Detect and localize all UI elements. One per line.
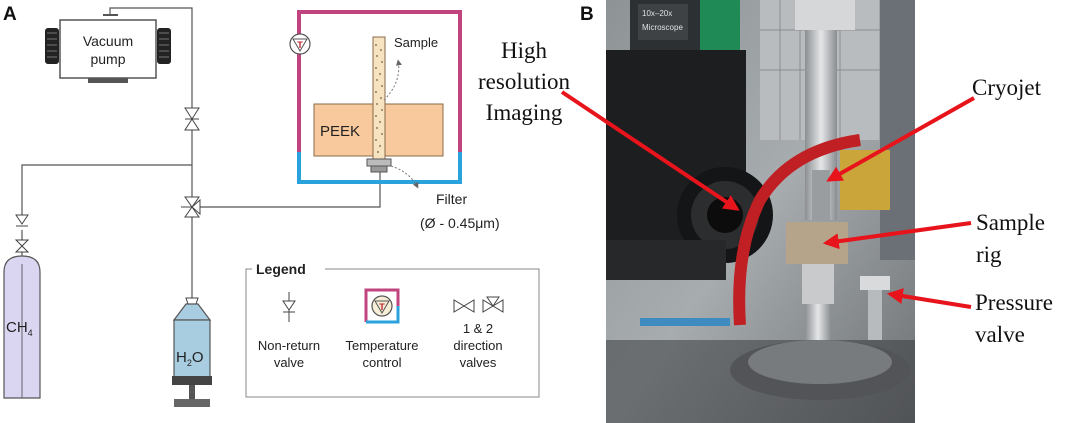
non-return-valve-icon — [14, 214, 30, 253]
callout-pressure-valve-line-1: Pressure — [975, 290, 1053, 315]
microscope-text-1: 10x–20x — [642, 9, 672, 18]
h2o-syringe: H2O — [172, 297, 212, 407]
sample-label: Sample — [394, 35, 438, 50]
callout-pressure-valve-line-2: valve — [975, 322, 1025, 347]
legend-temperature-label-1: Temperature — [346, 338, 419, 353]
panel-a-label: A — [3, 4, 17, 25]
vacuum-pump: Vacuum pump — [45, 14, 171, 83]
valve-upper-icon — [184, 107, 200, 131]
callout-sample-rig-line-1: Sample — [976, 210, 1045, 235]
piping — [21, 7, 381, 298]
legend-non-return-label-1: Non-return — [258, 338, 320, 353]
ch4-cylinder: CH4 — [3, 255, 41, 399]
legend-title: Legend — [256, 261, 306, 277]
arrow-sample-rig — [822, 221, 972, 250]
callout-imaging-line-1: High — [501, 38, 548, 63]
callout-imaging-line-2: resolution — [478, 69, 570, 94]
panel-b-label: B — [580, 4, 594, 25]
filter-size-label: (Ø - 0.45μm) — [420, 215, 500, 231]
vacuum-pump-label-2: pump — [90, 51, 125, 67]
arrow-imaging — [560, 90, 740, 211]
filter-label: Filter — [436, 191, 467, 207]
arrow-pressure-valve — [886, 288, 972, 309]
legend-non-return-label-2: valve — [274, 355, 304, 370]
legend: Legend Non-return valve T Temperature co… — [245, 261, 540, 398]
filter-pointer — [390, 165, 419, 189]
legend-non-return-icon — [282, 292, 296, 322]
panel-a: A Vacuum — [3, 4, 540, 407]
callout-sample-rig-line-2: rig — [976, 242, 1002, 267]
callout-imaging: High resolution Imaging — [478, 38, 570, 125]
legend-one-direction-valve-icon — [453, 299, 475, 313]
thermometer-icon: T — [289, 33, 311, 55]
callout-arrows — [560, 90, 975, 309]
sample-pointer — [383, 59, 402, 101]
sample-tube — [372, 36, 386, 160]
legend-temperature-icon: T — [364, 288, 400, 324]
callout-cryojet: Cryojet — [972, 75, 1042, 100]
legend-direction-label-2: direction — [453, 338, 502, 353]
legend-temperature-label-2: control — [362, 355, 401, 370]
legend-two-direction-valve-icon — [482, 296, 504, 313]
sample-particles — [375, 44, 383, 153]
panel-b: B 10x–20x Microscope — [478, 0, 1053, 423]
callout-sample-rig: Sample rig — [976, 210, 1045, 267]
svg-text:T: T — [379, 302, 385, 312]
valve-central-icon — [181, 196, 201, 218]
callout-imaging-line-3: Imaging — [486, 100, 563, 125]
legend-direction-label-3: valves — [460, 355, 497, 370]
microscope-text-2: Microscope — [642, 23, 683, 32]
peek-label: PEEK — [320, 123, 360, 140]
ch4-label: CH4 — [6, 319, 33, 338]
svg-text:T: T — [297, 40, 303, 50]
arrow-cryojet — [826, 96, 975, 182]
callout-pressure-valve: Pressure valve — [975, 290, 1053, 347]
experiment-photo: 10x–20x Microscope — [606, 0, 915, 423]
vacuum-pump-label-1: Vacuum — [83, 33, 133, 49]
filter-element — [366, 158, 392, 167]
sample-chamber: T PEEK Sample — [289, 10, 462, 184]
h2o-label: H2O — [176, 349, 204, 368]
legend-direction-label-1: 1 & 2 — [463, 321, 493, 336]
